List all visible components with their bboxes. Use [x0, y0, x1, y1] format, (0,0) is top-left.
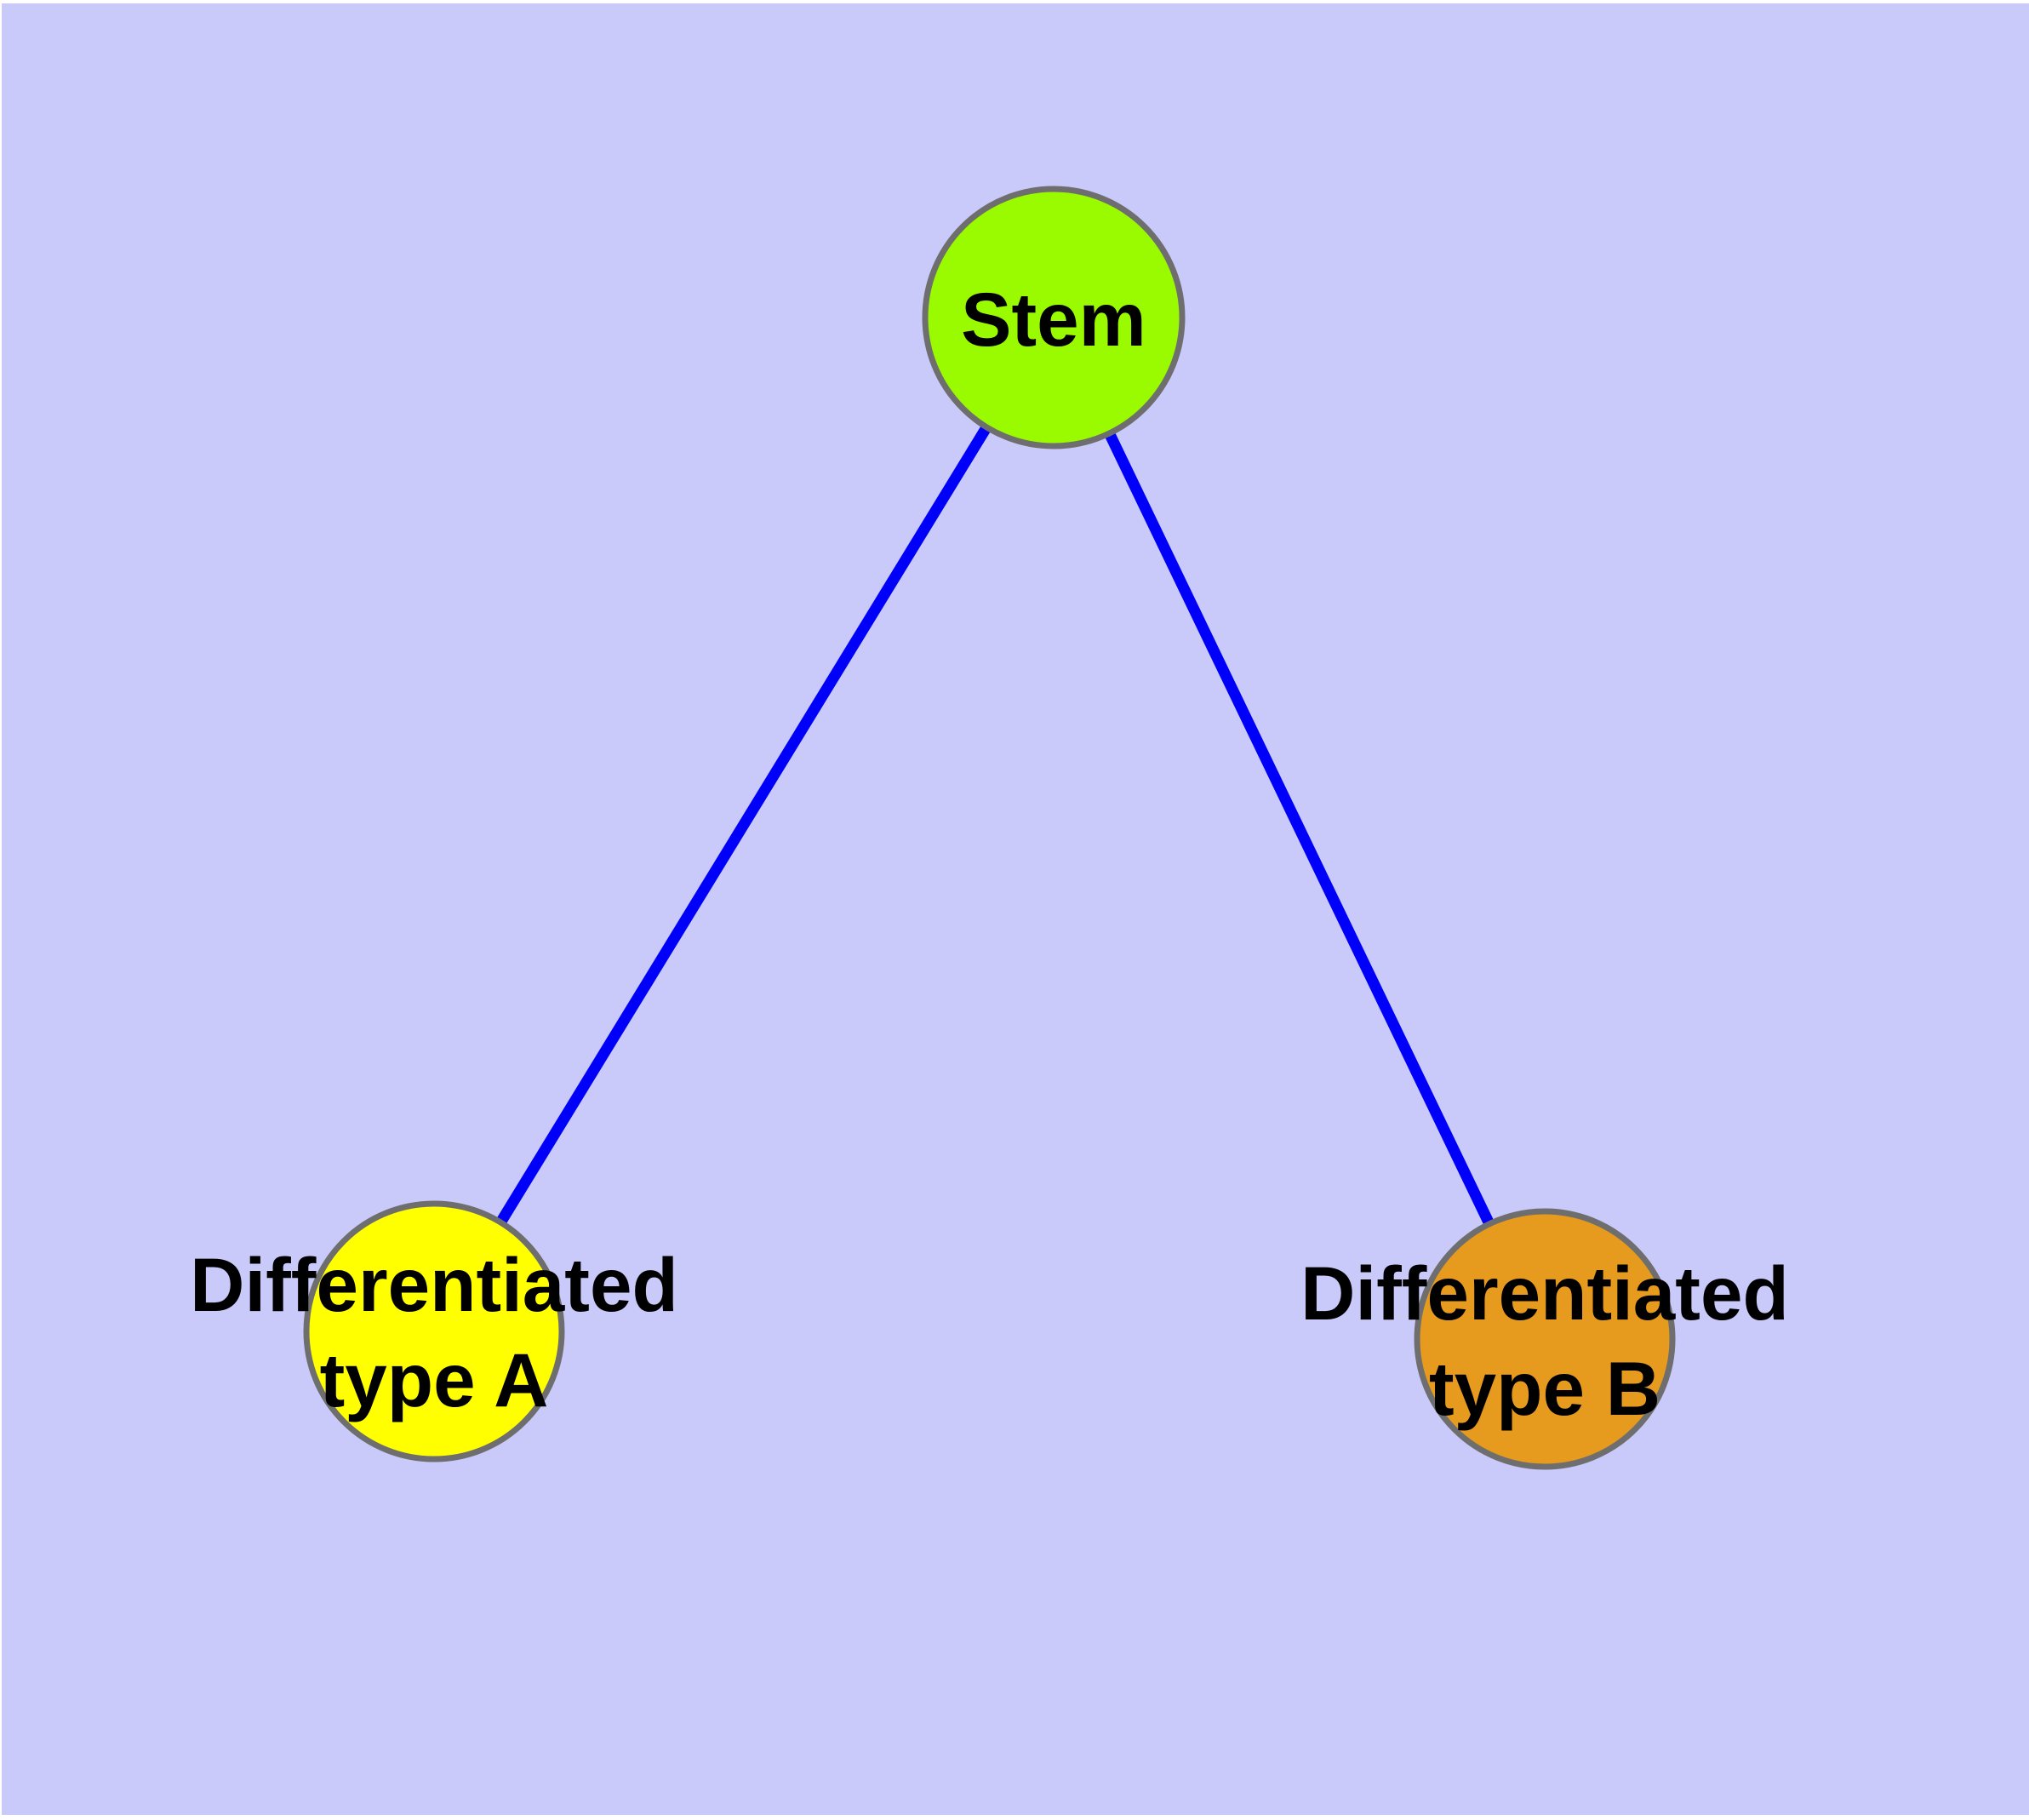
node-type-a-label-line1: Differentiated: [190, 1242, 678, 1327]
edge-stem-to-type-a: [429, 314, 1059, 1335]
node-stem-circle: [922, 186, 1186, 449]
node-type-b-label-line1: Differentiated: [1300, 1251, 1789, 1336]
node-stem-label: Stem: [961, 277, 1146, 362]
node-type-b-label-line2: type B: [1429, 1346, 1660, 1431]
node-type-a-circle: [303, 1200, 565, 1462]
edge-stem-to-type-b: [1049, 315, 1550, 1342]
node-type-b-circle: [1414, 1208, 1676, 1470]
node-type-a-label-line2: type A: [320, 1337, 549, 1422]
